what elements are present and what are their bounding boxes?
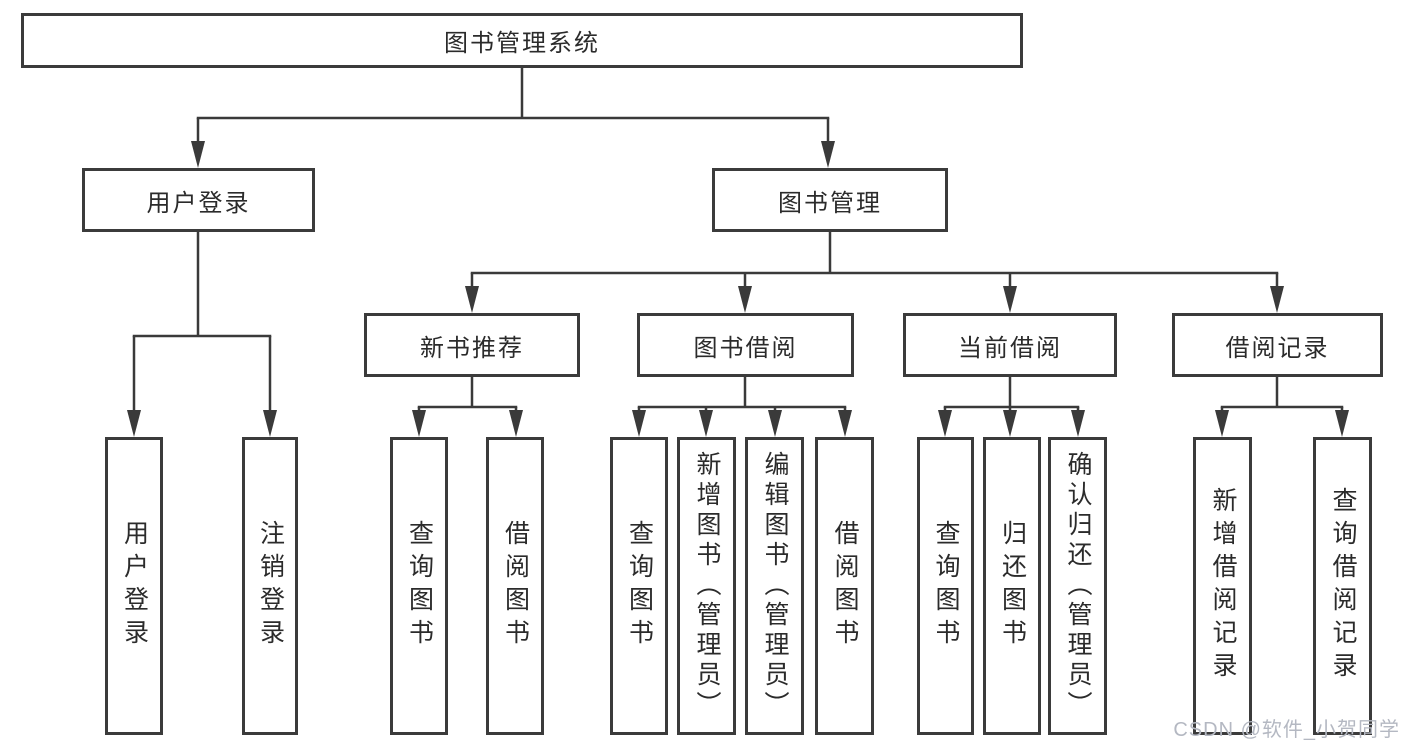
leaf-borrow-books-newbook: 借阅图书 — [486, 437, 544, 735]
node-label: 图书管理系统 — [444, 30, 600, 57]
leaf-edit-book-admin: 编辑图书（管理员） — [745, 437, 804, 735]
node-label: 借阅记录 — [1225, 334, 1330, 362]
leaf-label: 归还图书 — [998, 520, 1027, 652]
leaf-label: 借阅图书 — [501, 520, 530, 652]
leaf-label: 查询图书 — [405, 520, 434, 652]
leaf-label: 借阅图书 — [831, 520, 859, 652]
leaf-label: 用户登录 — [120, 520, 149, 652]
leaf-query-books-newbook: 查询图书 — [390, 437, 448, 735]
node-book-management: 图书管理 — [712, 168, 948, 232]
leaf-label: 编辑图书（管理员） — [761, 451, 789, 721]
leaf-confirm-return-admin: 确认归还（管理员） — [1048, 437, 1107, 735]
leaf-label: 新增图书（管理员） — [693, 451, 721, 721]
leaf-label: 新增借阅记录 — [1209, 487, 1237, 685]
leaf-add-book-admin: 新增图书（管理员） — [677, 437, 736, 735]
node-label: 新书推荐 — [420, 334, 524, 362]
leaf-label: 确认归还（管理员） — [1064, 451, 1092, 721]
leaf-label: 查询借阅记录 — [1329, 487, 1357, 685]
node-borrowing-records: 借阅记录 — [1172, 313, 1383, 377]
leaf-query-borrow-record: 查询借阅记录 — [1313, 437, 1372, 735]
leaf-user-login: 用户登录 — [105, 437, 163, 735]
node-label: 图书管理 — [778, 189, 882, 217]
leaf-query-books-borrowing: 查询图书 — [610, 437, 668, 735]
leaf-label: 查询图书 — [625, 520, 654, 652]
leaf-label: 查询图书 — [932, 520, 960, 652]
leaf-add-borrow-record: 新增借阅记录 — [1193, 437, 1252, 735]
leaf-borrow-books-borrowing: 借阅图书 — [815, 437, 874, 735]
leaf-label: 注销登录 — [256, 520, 285, 652]
leaf-logout: 注销登录 — [242, 437, 298, 735]
node-label: 用户登录 — [146, 189, 251, 217]
leaf-query-books-current: 查询图书 — [917, 437, 974, 735]
node-label: 图书借阅 — [693, 334, 798, 362]
node-current-borrowing: 当前借阅 — [903, 313, 1117, 377]
node-user-login: 用户登录 — [82, 168, 315, 232]
node-new-book-recommendation: 新书推荐 — [364, 313, 580, 377]
csdn-watermark: CSDN @软件_小贺同学 — [1173, 719, 1400, 741]
node-library-system: 图书管理系统 — [21, 13, 1023, 68]
node-book-borrowing: 图书借阅 — [637, 313, 854, 377]
leaf-return-books: 归还图书 — [983, 437, 1041, 735]
node-label: 当前借阅 — [958, 334, 1062, 362]
